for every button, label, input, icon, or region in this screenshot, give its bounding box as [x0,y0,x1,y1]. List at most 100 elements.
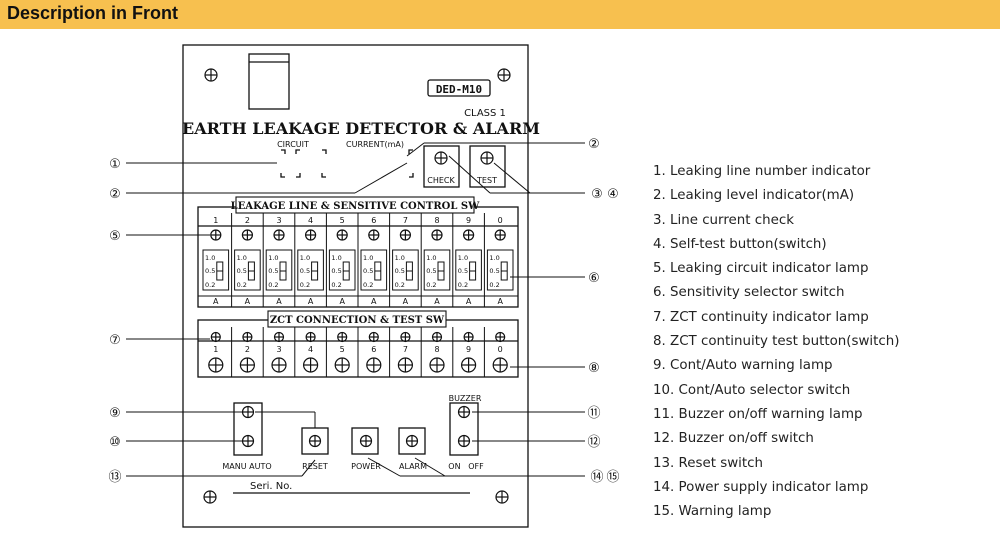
manu-auto-label: MANU AUTO [222,462,271,471]
zct-test-button-icon [461,357,477,373]
sensitivity-mid: 0.5 [489,267,499,275]
channel-number-top: 4 [308,216,313,225]
check-label: CHECK [427,176,455,185]
sensitivity-low: 0.2 [363,281,373,289]
on-off-label: ON OFF [448,462,484,471]
ampere-label: A [245,297,251,306]
test-label: TEST [476,176,497,185]
screw-icon [204,68,218,82]
power-button-box [351,427,379,455]
ampere-label: A [497,297,503,306]
alarm-button-box [398,427,426,455]
callout-2-right: ② [588,137,600,152]
ampere-label: A [276,297,282,306]
channel-number-top: 1 [213,216,218,225]
callout-1: ① [109,157,121,172]
test-lamp-icon [480,151,494,165]
sensitivity-high: 1.0 [237,254,247,262]
sensitivity-low: 0.2 [300,281,310,289]
legend-item: 5. Leaking circuit indicator lamp [653,261,869,277]
sensitivity-low: 0.2 [458,281,468,289]
sensitivity-switch [455,249,482,291]
callout-14: ⑭ [590,470,603,485]
zct-lamp-icon [305,331,316,343]
callout-2-left: ② [109,187,121,202]
leakage-lamp-icon [431,229,443,241]
sensitivity-mid: 0.5 [237,267,247,275]
channel-number-top: 2 [245,216,250,225]
section-header: Description in Front [0,0,1000,29]
sensitivity-mid: 0.5 [458,267,468,275]
leakage-lamp-icon [241,229,253,241]
sensitivity-switch [423,249,451,291]
legend-item: 6. Sensitivity selector switch [653,285,845,301]
channel-number-top: 8 [434,216,439,225]
test-button-box [469,145,506,188]
sensitivity-mid: 0.5 [331,267,341,275]
sensitivity-switch [202,249,230,291]
callout-4: ④ [607,187,619,202]
sensitivity-switch [328,249,356,291]
leakage-lamp-icon [273,229,285,241]
leakage-lamp-icon [368,229,380,241]
sensitivity-switch [297,249,324,291]
zct-test-button-icon [303,357,319,373]
channel-number-zct: 5 [340,345,345,354]
sensitivity-high: 1.0 [363,254,373,262]
callout-12: ⑫ [587,435,600,450]
panel-title: EARTH LEAKAGE DETECTOR & ALARM [182,119,540,138]
zct-lamp-icon [242,331,253,343]
sensitivity-low: 0.2 [268,281,278,289]
zct-lamp-icon [210,331,221,343]
sensitivity-mid: 0.5 [395,267,405,275]
sensitivity-high: 1.0 [300,254,310,262]
callout-numbers: ① ② ② ③ ④ ⑤ ⑥ ⑦ ⑧ ⑨ ⑩ ⑪ ⑫ ⑬ ⑭ ⑮ [108,137,619,485]
zct-lamp-icon [463,331,474,343]
lamp-icon [405,434,419,448]
sensitivity-high: 1.0 [458,254,468,262]
callout-11: ⑪ [587,406,600,421]
channel-number-zct: 6 [371,345,376,354]
sensitivity-switch [360,249,388,291]
sensitivity-switch [265,249,293,291]
callout-leaders [126,142,585,477]
legend-item: 12. Buzzer on/off switch [653,431,814,447]
sensitivity-high: 1.0 [426,254,436,262]
sensitivity-low: 0.2 [331,281,341,289]
channel-number-top: 3 [276,216,281,225]
leakage-lamp-icon [210,229,222,241]
zct-lamp-icon [273,331,285,343]
reset-label: RESET [302,462,328,471]
legend-list: 1. Leaking line number indicator 2. Leak… [653,160,899,524]
zct-section-title: ZCT CONNECTION & TEST SW [270,315,445,326]
zct-test-button-icon [366,357,382,373]
model-label-box [427,79,491,97]
ampere-label: A [466,297,472,306]
lamp-icon [308,434,322,448]
channel-number-top: 5 [340,216,345,225]
legend-item: 14. Power supply indicator lamp [653,479,869,495]
lamp-icon [457,434,471,448]
callout-3: ③ [591,187,603,202]
leakage-lamp-icon [463,229,475,241]
sensitivity-high: 1.0 [205,254,215,262]
channel-number-top: 9 [466,216,471,225]
legend-item: 2. Leaking level indicator(mA) [653,188,855,204]
panel-frame [182,44,529,528]
panel-screws [203,68,511,504]
sensitivity-low: 0.2 [489,281,499,289]
zct-lamp-icon [368,331,379,343]
sensitivity-high: 1.0 [489,254,499,262]
lamp-icon [241,405,255,419]
legend-item: 9. Cont/Auto warning lamp [653,358,833,374]
ampere-label: A [371,297,377,306]
callout-10: ⑩ [109,435,121,450]
lamp-icon [457,405,471,419]
channel-number-zct: 3 [276,345,281,354]
sensitivity-low: 0.2 [395,281,405,289]
unit-label-box [248,53,290,110]
zct-test-button-icon [208,357,224,373]
screw-icon [203,490,217,504]
legend-item: 10. Cont/Auto selector switch [653,382,851,398]
